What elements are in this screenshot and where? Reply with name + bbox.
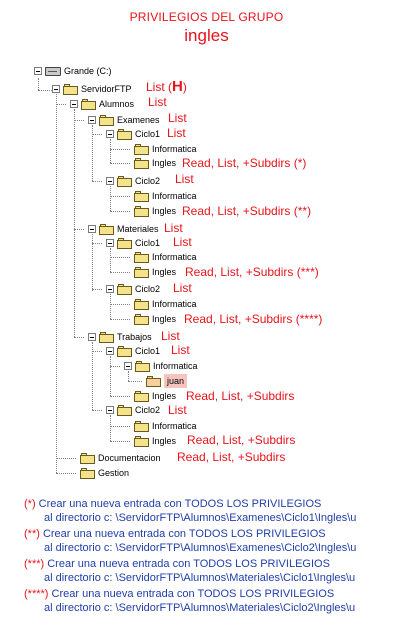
folder-icon [117, 237, 132, 249]
tree-node-materiales-ciclo2-ingles[interactable]: Ingles [134, 312, 176, 326]
tree-node-gestion[interactable]: Gestion [80, 466, 129, 480]
folder-icon [134, 435, 149, 447]
permission-alumnos: List [148, 95, 167, 109]
folder-icon [117, 404, 132, 416]
permission-materiales-ciclo2: List [173, 281, 192, 295]
tree-node-examenes-ciclo1-ingles[interactable]: Ingles [134, 156, 176, 170]
tree-node-examenes-ciclo1-informatica[interactable]: Informatica [134, 142, 197, 156]
collapse-box[interactable] [52, 85, 60, 93]
permission-trabajos-ciclo1-ingles: Read, List, +Subdirs [186, 389, 295, 403]
folder-icon [134, 298, 149, 310]
collapse-box[interactable] [106, 130, 114, 138]
folder-icon [99, 331, 114, 343]
footnote: (***) Crear una nueva entrada con TODOS … [24, 558, 356, 584]
permission-examenes-ciclo1: List [167, 126, 186, 140]
footnote: (**) Crear una nueva entrada con TODOS L… [24, 528, 357, 554]
page-title: PRIVILEGIOS DEL GRUPO [129, 10, 284, 24]
permission-materiales-ciclo2-ingles: Read, List, +Subdirs (****) [184, 312, 323, 326]
permission-trabajos-ciclo2-ingles: Read, List, +Subdirs [187, 433, 296, 447]
folder-icon [134, 266, 149, 278]
tree-node-examenes-ciclo2-informatica[interactable]: Informatica [134, 189, 197, 203]
collapse-box[interactable] [124, 362, 132, 370]
tree-node-examenes-ciclo1[interactable]: Ciclo1 [106, 127, 160, 141]
folder-icon [134, 390, 149, 402]
tree-node-materiales-ciclo2[interactable]: Ciclo2 [106, 282, 160, 296]
folder-icon [99, 114, 114, 126]
tree-node-materiales-ciclo1-informatica[interactable]: Informatica [134, 250, 197, 264]
permission-servidorftp: List (H) [146, 78, 187, 95]
footnotes: (*) Crear una nueva entrada con TODOS LO… [24, 498, 413, 618]
folder-icon [99, 223, 114, 235]
folder-icon [135, 360, 150, 372]
tree-node-examenes-ciclo2[interactable]: Ciclo2 [106, 174, 160, 188]
permission-documentacion: Read, List, +Subdirs [177, 450, 286, 464]
collapse-box[interactable] [88, 333, 96, 341]
collapse-box[interactable] [106, 347, 114, 355]
folder-icon [81, 98, 96, 110]
folder-icon [80, 452, 95, 464]
folder-icon [117, 128, 132, 140]
permission-examenes: List [168, 111, 187, 125]
collapse-box[interactable] [88, 225, 96, 233]
permission-examenes-ciclo1-ingles: Read, List, +Subdirs (*) [182, 156, 307, 170]
tree-node-servidorftp[interactable]: ServidorFTP [52, 82, 132, 96]
collapse-box[interactable] [70, 100, 78, 108]
tree-node-trabajos[interactable]: Trabajos [88, 330, 152, 344]
folder-icon [134, 157, 149, 169]
tree-node-trabajos-ciclo2[interactable]: Ciclo2 [106, 403, 160, 417]
permission-materiales-ciclo1-ingles: Read, List, +Subdirs (***) [185, 265, 319, 279]
footnote: (****) Crear una nueva entrada con TODOS… [24, 588, 356, 614]
folder-icon [117, 283, 132, 295]
folder-icon [134, 205, 149, 217]
folder-icon [134, 420, 149, 432]
tree-node-documentacion[interactable]: Documentacion [80, 451, 161, 465]
folder-icon [117, 175, 132, 187]
tree-node-materiales-ciclo1-ingles[interactable]: Ingles [134, 265, 176, 279]
folder-icon [117, 345, 132, 357]
permission-examenes-ciclo2: List [175, 172, 194, 186]
folder-icon [146, 375, 161, 387]
folder-icon [134, 313, 149, 325]
footnote: (*) Crear una nueva entrada con TODOS LO… [24, 498, 357, 524]
permission-trabajos: List [161, 329, 180, 343]
permission-materiales-ciclo1: List [173, 235, 192, 249]
tree-node-trabajos-ciclo1[interactable]: Ciclo1 [106, 344, 160, 358]
folder-tree: Grande (C:) ServidorFTP List (H) Alumnos… [34, 64, 323, 480]
tree-node-trabajos-ciclo1-ingles[interactable]: Ingles [134, 389, 176, 403]
tree-node-materiales-ciclo1[interactable]: Ciclo1 [106, 236, 160, 250]
permission-examenes-ciclo2-ingles: Read, List, +Subdirs (**) [182, 204, 312, 218]
folder-icon [134, 251, 149, 263]
tree-node-trabajos-ciclo1-informatica[interactable]: Informatica [124, 359, 198, 373]
collapse-box[interactable] [88, 116, 96, 124]
tree-node-materiales[interactable]: Materiales [88, 222, 159, 236]
group-name: ingles [184, 26, 229, 45]
tree-node-materiales-ciclo2-informatica[interactable]: Informatica [134, 297, 197, 311]
folder-icon [134, 190, 149, 202]
collapse-box[interactable] [34, 67, 42, 75]
folder-icon [134, 143, 149, 155]
collapse-box[interactable] [106, 177, 114, 185]
collapse-box[interactable] [106, 239, 114, 247]
tree-node-trabajos-ciclo2-ingles[interactable]: Ingles [134, 434, 176, 448]
tree-node-alumnos[interactable]: Alumnos [70, 97, 134, 111]
tree-node-trabajos-ciclo2-informatica[interactable]: Informatica [134, 419, 197, 433]
tree-node-examenes[interactable]: Examenes [88, 113, 160, 127]
permission-materiales: List [164, 221, 183, 235]
tree-node-examenes-ciclo2-ingles[interactable]: Ingles [134, 204, 176, 218]
permission-trabajos-ciclo1: List [171, 343, 190, 357]
tree-node-juan[interactable]: juan [146, 374, 188, 388]
permission-trabajos-ciclo2: List [168, 403, 187, 417]
collapse-box[interactable] [106, 406, 114, 414]
collapse-box[interactable] [106, 285, 114, 293]
folder-icon [80, 467, 95, 479]
tree-node-drive[interactable]: Grande (C:) [34, 64, 112, 78]
drive-icon [45, 66, 61, 76]
folder-icon [63, 83, 78, 95]
